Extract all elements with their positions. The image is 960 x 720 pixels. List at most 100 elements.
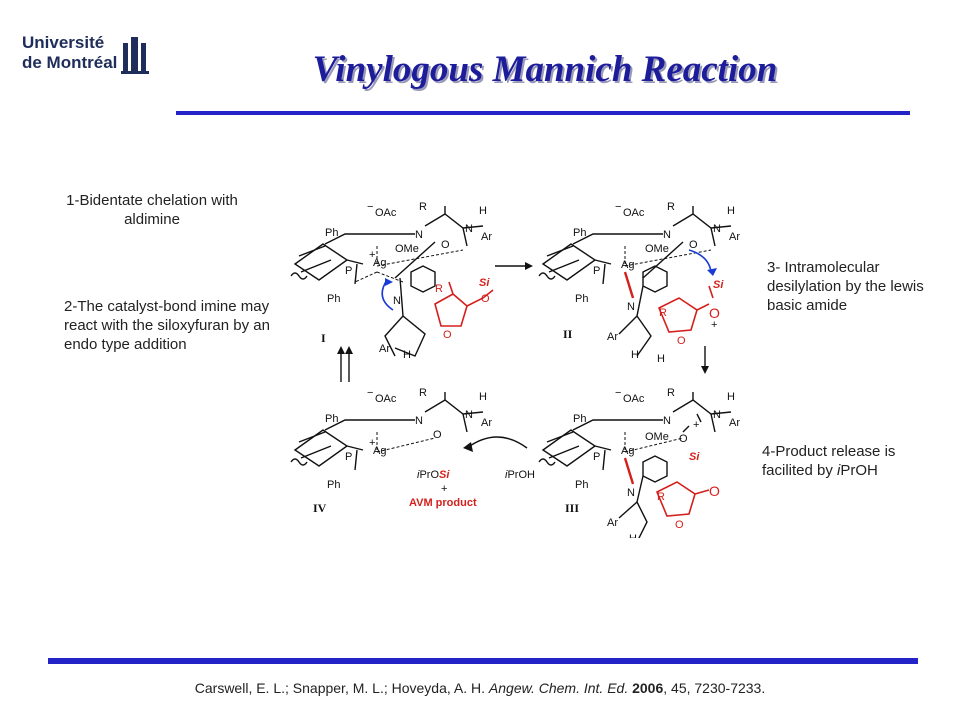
label: Ag [373, 445, 386, 457]
label: Ph [325, 413, 338, 425]
label: N [415, 415, 423, 427]
label: N [663, 415, 671, 427]
label: + [369, 249, 375, 261]
iprosi-si: Si [439, 469, 450, 481]
label: P [593, 265, 600, 277]
note-step-2: 2-The catalyst-bond imine may react with… [64, 298, 270, 353]
label: H [403, 349, 411, 361]
label: N [627, 301, 635, 313]
label: H [629, 533, 637, 538]
label: Ar [607, 517, 618, 529]
label: Ph [325, 227, 338, 239]
title-rule [176, 111, 910, 115]
intermediate-IV: − OAc R Ph N O N H Ar + Ag P Ph IV [290, 387, 492, 515]
citation-rest: , 45, 7230-7233. [663, 680, 766, 696]
label: R [667, 201, 675, 213]
page-title: Vinylogous Mannich Reaction [312, 49, 778, 90]
label: Ph [327, 293, 340, 305]
note-step-1: 1-Bidentate chelation with aldimine [66, 192, 238, 228]
note-4-prefix: 4-Product release is facilited by [762, 443, 896, 479]
label: H [727, 205, 735, 217]
label: + [369, 437, 375, 449]
label: O [709, 305, 720, 321]
note-4-suffix: PrOH [840, 462, 878, 479]
label: O [441, 239, 450, 251]
label: R [435, 283, 443, 295]
logo-text: Université de Montréal [22, 33, 117, 73]
svg-text:iPrOH: iPrOH [505, 469, 535, 481]
intermediate-II: − OAc R Ph N O N H Ar OMe Ag P Ph N Ar H… [538, 201, 740, 365]
label: N [627, 487, 635, 499]
intermediate-I: − OAc R Ph N O N H Ar OMe Ag + P Ph N Ar… [290, 201, 494, 361]
iproh-rest: PrOH [507, 469, 535, 481]
label: N [713, 223, 721, 235]
iproh-i: i [505, 469, 508, 481]
label: H [631, 349, 639, 361]
label: Ag [621, 445, 634, 457]
label: H [479, 391, 487, 403]
label: R [419, 387, 427, 399]
label: O [481, 293, 490, 305]
arrow-III-to-IV [463, 436, 528, 452]
label: OMe [395, 243, 419, 255]
label: R [667, 387, 675, 399]
citation-authors: Carswell, E. L.; Snapper, M. L.; Hoveyda… [194, 680, 489, 696]
arrow-I-to-II [495, 262, 533, 270]
iprosi-i: i [417, 469, 420, 481]
label: N [415, 229, 423, 241]
label: − [367, 387, 373, 399]
logo-pillars-icon [121, 37, 149, 74]
avm-product-label: AVM product [409, 497, 477, 509]
label: Si [479, 277, 490, 289]
label: OMe [645, 431, 669, 443]
label: H [657, 353, 665, 365]
label: O [443, 329, 452, 341]
release-products: iPrOSi + AVM product iPrOH [409, 469, 535, 509]
catalytic-cycle-scheme: − OAc R Ph N O N H Ar OMe Ag + P Ph N Ar… [290, 201, 740, 538]
label: + [711, 319, 717, 331]
stage-label-II: II [563, 327, 573, 341]
intermediate-III: − OAc R Ph N + O N H Ar OMe Ag P Ph N Ar… [538, 387, 740, 538]
label: P [345, 451, 352, 463]
label: P [345, 265, 352, 277]
citation-year: 2006 [632, 680, 664, 696]
stage-label-III: III [565, 501, 579, 515]
arrow-II-to-III [701, 346, 709, 374]
label: N [393, 295, 401, 307]
plus-sign: + [441, 483, 447, 495]
label: Ar [481, 417, 492, 429]
label: H [727, 391, 735, 403]
label: O [679, 433, 688, 445]
label: Ag [373, 257, 386, 269]
stage-label-I: I [321, 331, 326, 345]
label: H [479, 205, 487, 217]
label: O [709, 483, 720, 499]
label: O [675, 519, 684, 531]
universite-de-montreal-logo: Université de Montréal [22, 33, 152, 83]
logo-line-2: de Montréal [22, 53, 118, 72]
label: Ar [607, 331, 618, 343]
label: R [659, 307, 667, 319]
logo-line-1: Université [22, 33, 105, 52]
note-step-3: 3- Intramolecular desilylation by the le… [767, 259, 924, 314]
svg-text:iPrOSi: iPrOSi [417, 469, 450, 481]
label: Si [713, 279, 724, 291]
label: O [689, 239, 698, 251]
label: − [367, 201, 373, 213]
label: Ph [327, 479, 340, 491]
label: Ar [729, 231, 740, 243]
label: P [593, 451, 600, 463]
label: O [677, 335, 686, 347]
label: − [615, 387, 621, 399]
label: + [693, 419, 699, 431]
arrow-IV-to-I [337, 346, 353, 382]
label: Ar [729, 417, 740, 429]
label: O [433, 429, 442, 441]
label: Ar [379, 343, 390, 355]
label: N [713, 409, 721, 421]
footer-rule [48, 658, 918, 664]
label: Ph [575, 293, 588, 305]
label: N [465, 409, 473, 421]
label: OAc [623, 207, 645, 219]
label: Ar [481, 231, 492, 243]
